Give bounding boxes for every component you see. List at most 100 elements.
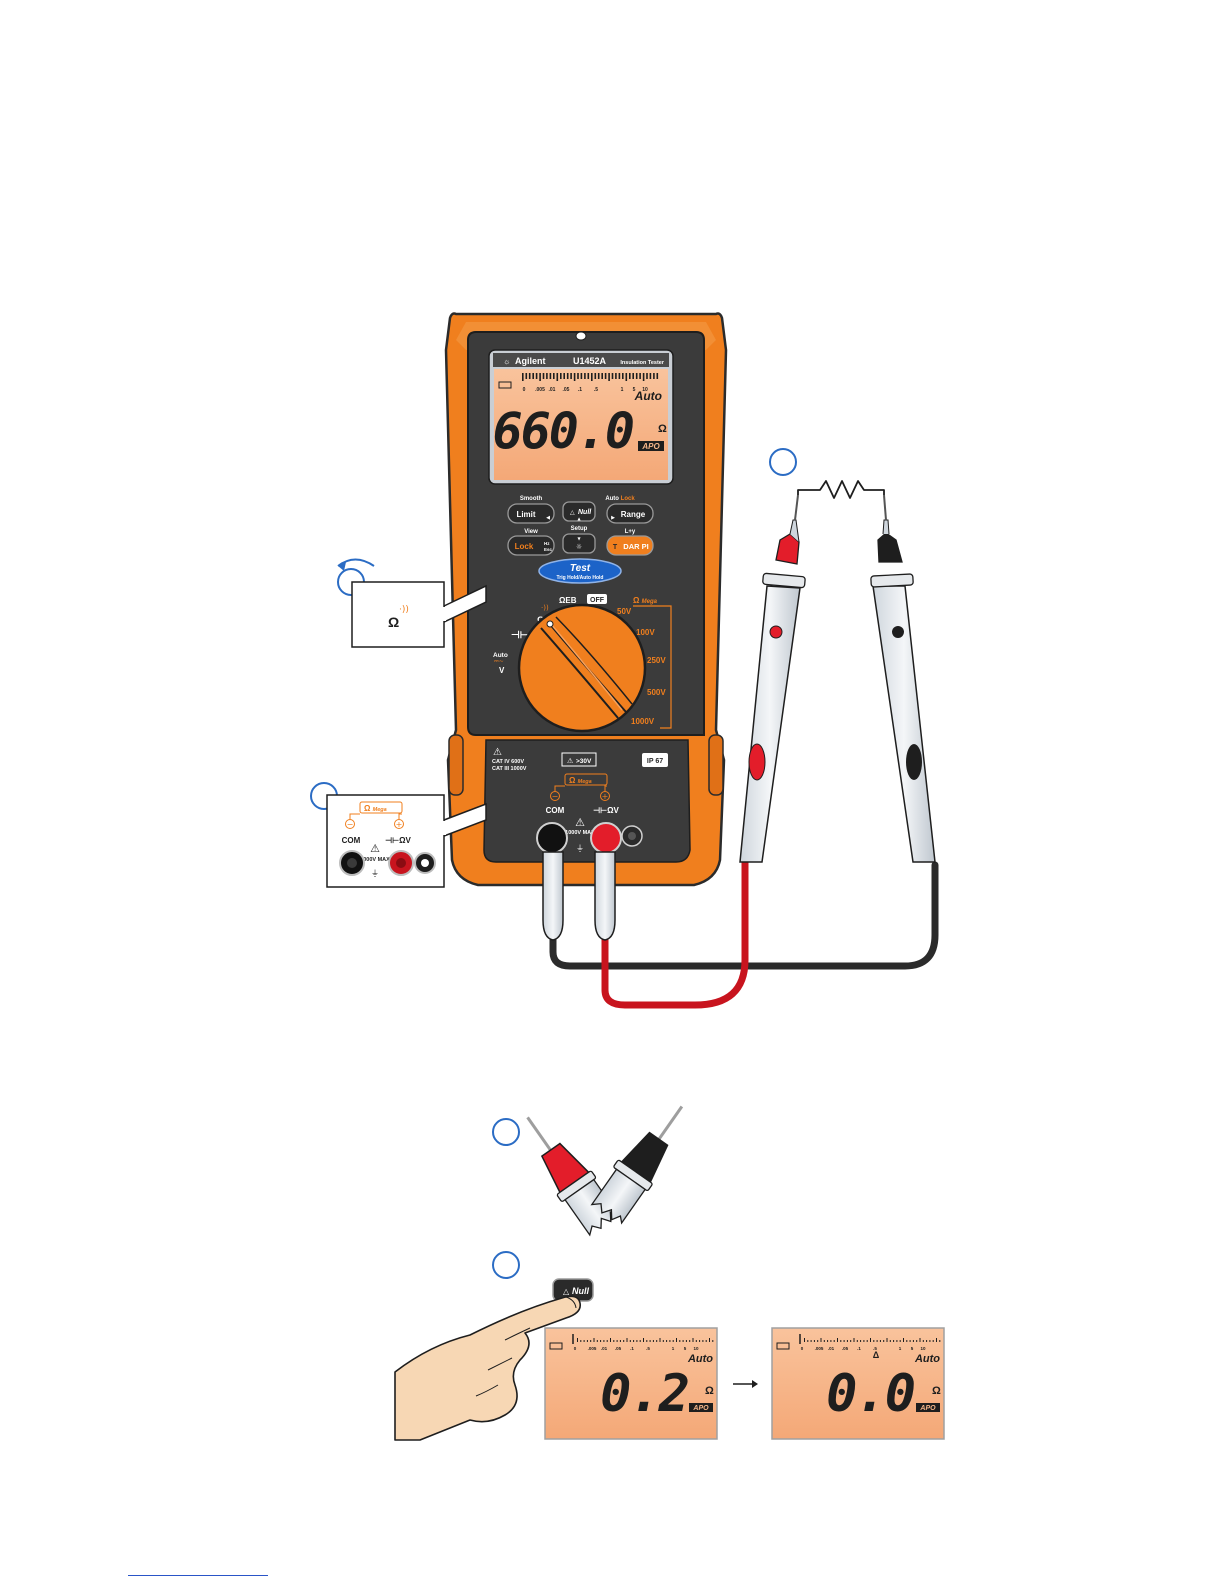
lock-button[interactable]: Lock Hz Esc (507, 535, 555, 556)
lcd-after-apo: APO (919, 1405, 936, 1412)
main-reading: 660.0 (492, 402, 633, 460)
svg-text:Esc: Esc (544, 547, 553, 552)
ip-rating-label: IP 67 (647, 758, 663, 765)
finger-press-icon (394, 1295, 582, 1441)
com-jack[interactable] (536, 822, 568, 854)
test-button[interactable]: Test Trig Hold/Auto Hold (538, 558, 622, 584)
jack-callout: Ω Mega − + COM ⊣⊢ΩV ⚠ 1000V MAX ⏚ (310, 782, 487, 888)
hazard-icon: ⚠ (567, 757, 574, 765)
darpi-button[interactable]: T DAR PI (606, 535, 654, 556)
max-warning-icon: ⚠ (575, 816, 585, 829)
lcd-after-battery-icon (776, 1342, 790, 1350)
svg-text:Hz: Hz (544, 541, 550, 546)
input-jack[interactable] (590, 822, 622, 854)
step-marker-3 (769, 448, 797, 476)
time-icon: T (613, 544, 618, 551)
range-50v-label: 50V (617, 607, 632, 616)
callout-input-label: ⊣⊢ΩV (385, 835, 411, 845)
svg-text:0: 0 (523, 387, 526, 393)
left-arrow-icon: ◀ (546, 515, 550, 521)
range-100v-label: 100V (636, 628, 655, 637)
svg-text:.5: .5 (646, 1346, 650, 1351)
null-button[interactable]: △ Null ▲ (562, 501, 596, 522)
beeper-icon: ·)) (541, 604, 549, 612)
setup-button[interactable]: ▼ ☼ (562, 533, 596, 554)
max-voltage-label: 1000V MAX (565, 830, 595, 836)
setup-label: Setup (571, 526, 588, 532)
svg-text:0: 0 (801, 1346, 804, 1351)
unit-indicator: Ω (658, 423, 667, 435)
battery-icon (498, 381, 512, 389)
bargraph (522, 373, 659, 381)
svg-text:Limit: Limit (516, 510, 535, 519)
model-label: U1452A (573, 356, 607, 366)
input-label: ⊣⊢ΩV (593, 805, 619, 815)
panel-mega-label: Ω Mega (569, 776, 592, 785)
range-250v-label: 250V (647, 656, 666, 665)
delta-icon: △ (570, 509, 575, 516)
transition-arrow-icon (733, 1380, 758, 1388)
svg-text:10: 10 (693, 1346, 699, 1351)
lcd-before-unit: Ω (705, 1385, 714, 1397)
svg-text:5: 5 (684, 1346, 687, 1351)
svg-text:.01: .01 (549, 387, 556, 393)
svg-text:.1: .1 (857, 1346, 861, 1351)
up-arrow-icon: ▲ (577, 516, 581, 521)
callout-plus-icon: + (396, 820, 403, 829)
svg-text:.1: .1 (578, 387, 582, 393)
svg-text:.005: .005 (588, 1346, 597, 1351)
svg-text:.5: .5 (594, 387, 598, 393)
callout-minus-icon: − (347, 820, 354, 829)
svg-text:.01: .01 (828, 1346, 835, 1351)
main-lcd (494, 369, 668, 480)
backlight-icon: ☼ (576, 543, 582, 551)
subtitle-label: Insulation Tester (620, 360, 664, 366)
callout-com-label: COM (342, 836, 361, 845)
range-1000v-label: 1000V (631, 717, 655, 726)
svg-text:.1: .1 (630, 1346, 634, 1351)
limit-button[interactable]: Limit ◀ (507, 503, 555, 524)
footer-rule (128, 1575, 268, 1576)
lcd-before-apo: APO (692, 1405, 709, 1412)
svg-text:0: 0 (574, 1346, 577, 1351)
com-label: COM (546, 806, 565, 815)
svg-text:10: 10 (642, 387, 648, 393)
smooth-label: Smooth (520, 496, 543, 502)
minus-icon: − (552, 792, 559, 801)
step-marker-4 (492, 1118, 520, 1146)
lcd-after-reading: 0.0 (826, 1364, 915, 1424)
voltage-label: V (499, 666, 505, 675)
mega-ohm-label: Ω Mega (633, 596, 658, 605)
svg-text:DAR PI: DAR PI (623, 542, 648, 551)
svg-text:.05: .05 (615, 1346, 622, 1351)
capacitance-label: ⊣⊢ (511, 630, 529, 641)
svg-text:1: 1 (899, 1346, 902, 1351)
svg-text:5: 5 (633, 387, 636, 393)
range-button[interactable]: ▶ Range (606, 503, 654, 524)
svg-text:.01: .01 (601, 1346, 608, 1351)
callout-warning-icon: ⚠ (370, 842, 380, 855)
resistor-icon (797, 480, 885, 499)
lcd-after-auto: Auto (914, 1353, 940, 1365)
rotary-dial[interactable] (517, 603, 647, 733)
svg-text:.5: .5 (873, 1346, 877, 1351)
lcd-after-null-indicator: Δ (873, 1350, 880, 1360)
svg-text:1: 1 (621, 387, 624, 393)
callout-max-label: 1000V MAX (360, 857, 390, 863)
svg-text:Trig Hold/Auto Hold: Trig Hold/Auto Hold (557, 575, 604, 581)
autolock-label: Auto Lock (605, 496, 635, 502)
callout-mega-label: Ω Mega (364, 804, 387, 813)
dial-callout: Ω ·)) (337, 558, 487, 648)
zoom-delta-icon: △ (563, 1287, 570, 1296)
auto-v-label: Auto (493, 652, 508, 659)
range-500v-label: 500V (647, 688, 666, 697)
black-plug (542, 851, 564, 941)
step-marker-5 (492, 1251, 520, 1279)
cat-iv-label: CAT IV 600V (492, 759, 524, 765)
svg-text:Lock: Lock (515, 542, 534, 551)
warning-icon: ⚠ (493, 747, 502, 758)
ohm-eb-label: ΩEB (559, 596, 577, 605)
svg-text:5: 5 (911, 1346, 914, 1351)
